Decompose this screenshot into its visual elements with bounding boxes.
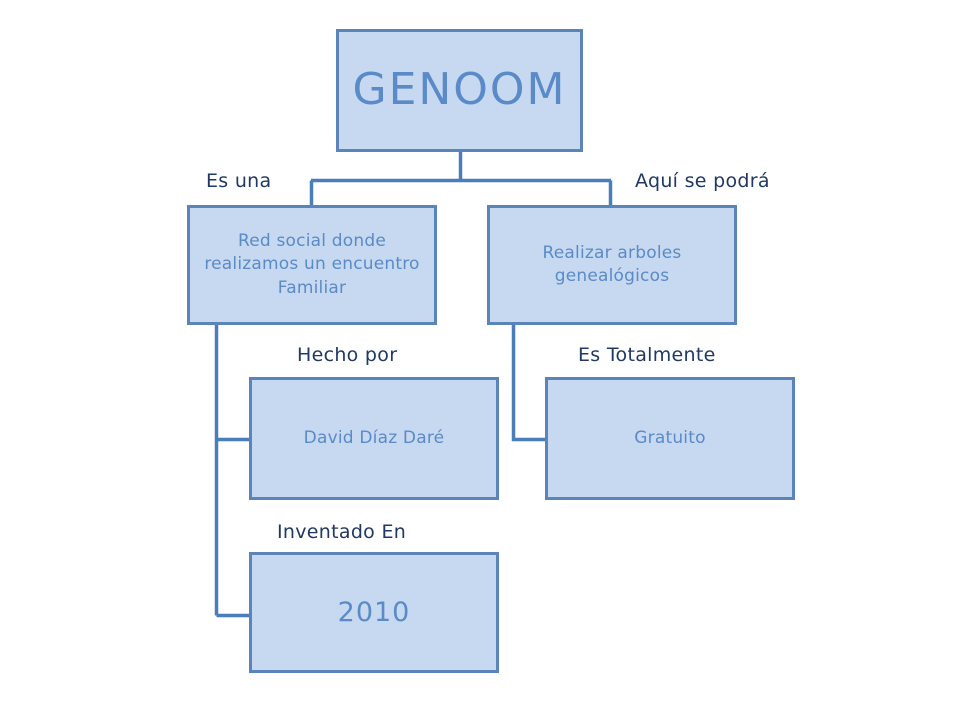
node-gratuito[interactable]: Gratuito: [545, 377, 795, 500]
node-arboles[interactable]: Realizar arboles genealógicos: [487, 205, 737, 325]
label-es-totalmente: Es Totalmente: [578, 344, 716, 366]
label-es-una: Es una: [206, 170, 272, 192]
node-red-social[interactable]: Red social donde realizamos un encuentro…: [187, 205, 437, 325]
node-arboles-text: Realizar arboles genealógicos: [542, 242, 682, 286]
node-red-social-text: Red social donde realizamos un encuentro…: [204, 230, 420, 298]
node-autor[interactable]: David Díaz Daré: [249, 377, 499, 500]
label-aqui-se-podra: Aquí se podrá: [635, 170, 770, 192]
label-hecho-por: Hecho por: [297, 344, 398, 366]
node-gratuito-text: Gratuito: [634, 427, 706, 448]
node-autor-text: David Díaz Daré: [303, 427, 445, 448]
node-genoom[interactable]: GENOOM: [336, 29, 583, 152]
label-inventado-en: Inventado En: [277, 521, 407, 543]
node-anio[interactable]: 2010: [249, 552, 499, 673]
node-anio-text: 2010: [337, 596, 411, 628]
connector-to-gratuito: [511, 325, 545, 442]
node-genoom-text: GENOOM: [352, 64, 567, 116]
